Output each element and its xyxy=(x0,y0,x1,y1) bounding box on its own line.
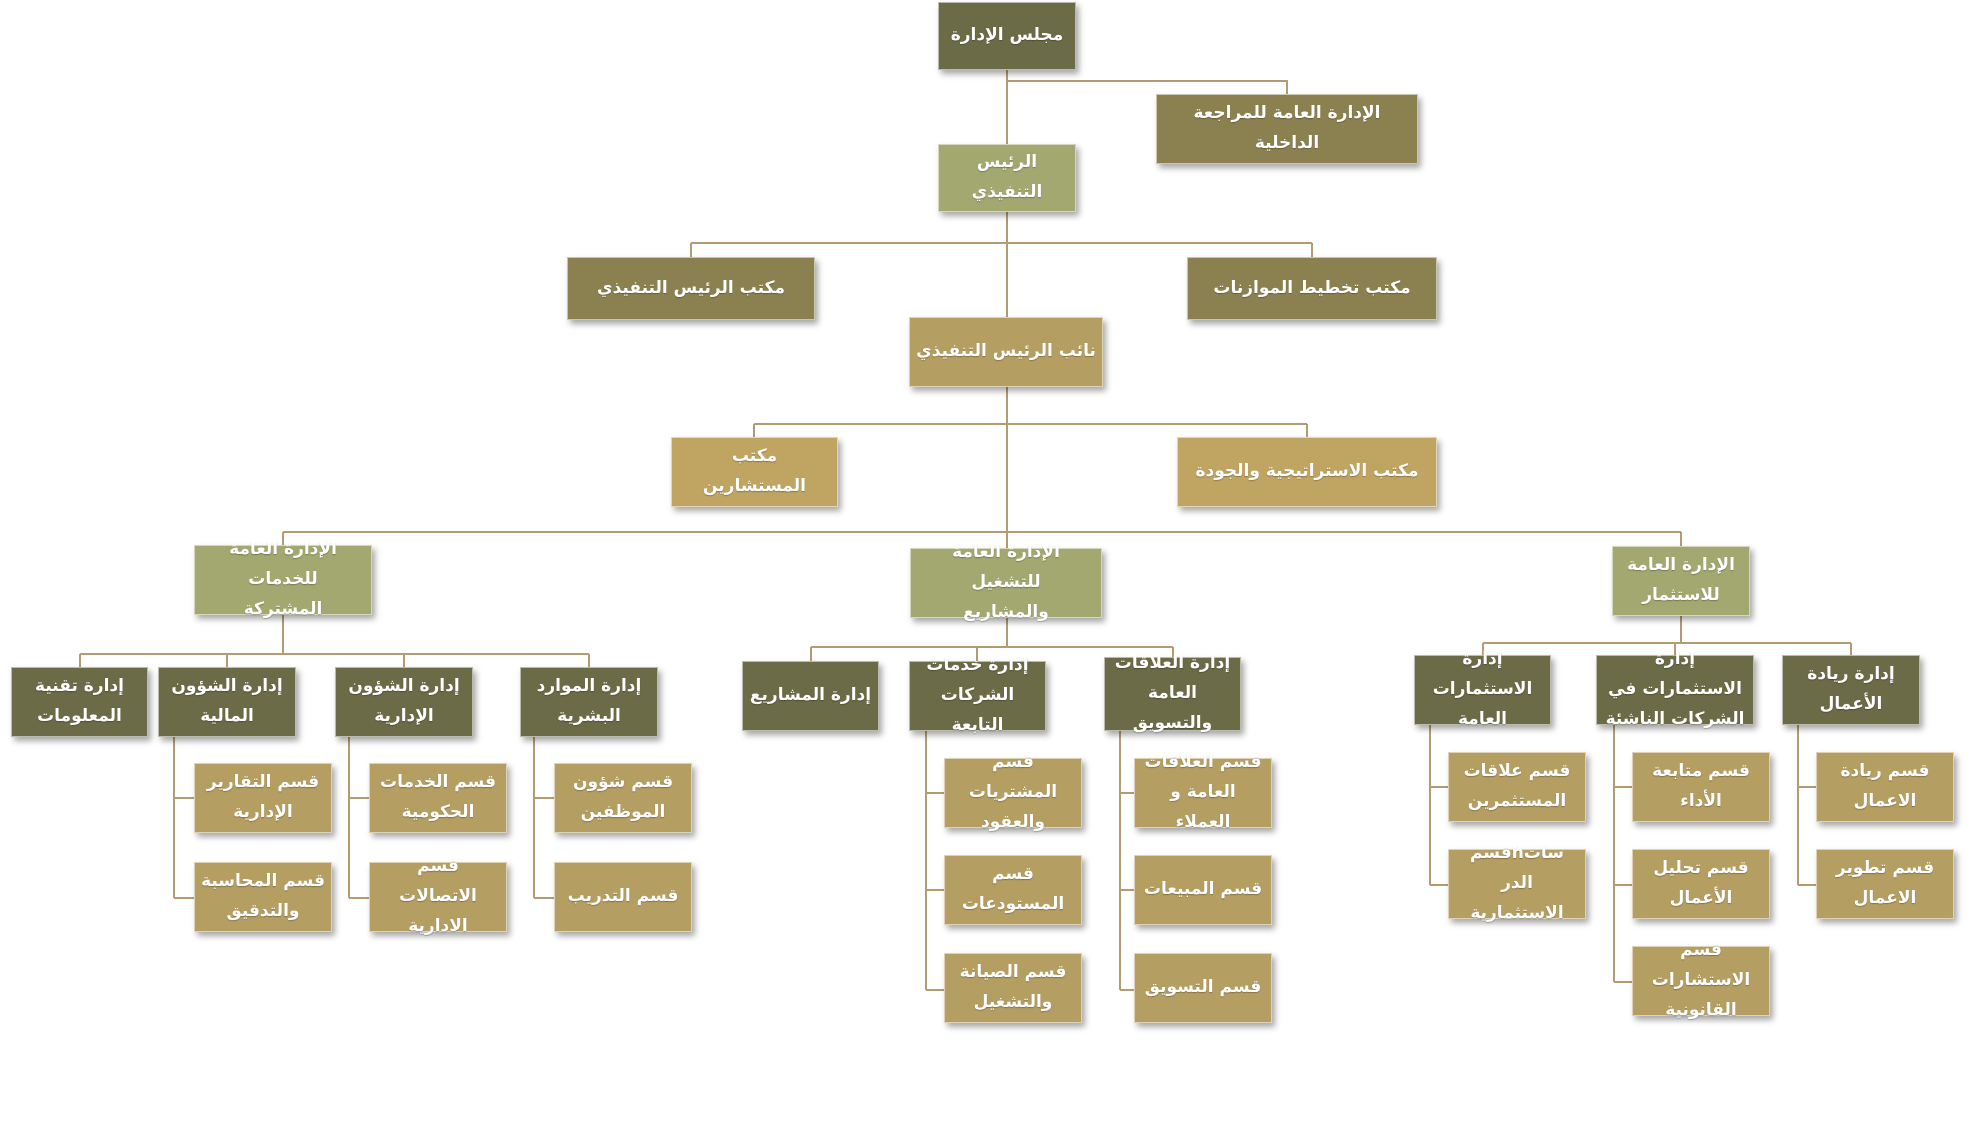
node-business-analysis-section: قسم تحليل الأعمال xyxy=(1632,849,1770,919)
node-strategy-quality-office: مكتب الاستراتيجية والجودة xyxy=(1177,437,1437,507)
node-admin-department: إدارة الشؤون الإدارية xyxy=(335,667,473,737)
node-entrepreneurship-section: قسم ريادة الاعمال xyxy=(1816,752,1954,822)
node-training-section: قسم التدريب xyxy=(554,862,692,932)
node-board: مجلس الإدارة xyxy=(938,2,1076,70)
node-admin-comms-section: قسم الاتصالات الادارية xyxy=(369,856,507,936)
node-shared-services: الإدارة العامة للخدمات المشتركة xyxy=(194,539,372,619)
node-accounting-audit-section: قسم المحاسبة والتدقيق xyxy=(194,862,332,932)
node-hr-department: إدارة الموارد البشرية xyxy=(520,667,658,737)
node-pr-marketing-department: إدارة العلاقات العامة والتسويق xyxy=(1104,653,1241,733)
node-maintenance-section: قسم الصيانة والتشغيل xyxy=(944,953,1082,1023)
node-performance-followup-section: قسم متابعة الأداء xyxy=(1632,752,1770,822)
node-warehouses-section: قسم المستودعات xyxy=(944,855,1082,925)
node-operations-projects: الإدارة العامة للتشغيل والمشاريع xyxy=(910,542,1102,622)
node-marketing-section: قسم التسويق xyxy=(1134,953,1272,1023)
node-public-investments-department: إدارة الاستثمارات العامة xyxy=(1414,649,1551,729)
node-admin-reports-section: قسم التقارير الإدارية xyxy=(194,763,332,833)
node-employee-affairs-section: قسم شؤون الموظفين xyxy=(554,763,692,833)
node-gov-services-section: قسم الخدمات الحكومية xyxy=(369,763,507,833)
node-advisors-office: مكتب المستشارين xyxy=(671,437,838,507)
node-business-development-section: قسم تطوير الاعمال xyxy=(1816,849,1954,919)
node-projects-department: إدارة المشاريع xyxy=(742,661,879,731)
node-customer-relations-section: قسم العلاقات العامة و العملاء xyxy=(1134,752,1272,832)
node-legal-consulting-section: قسم الاستشارات القانونية xyxy=(1632,940,1770,1020)
node-sales-section: قسم المبيعات xyxy=(1134,855,1272,925)
node-startups-department: إدارة الاستثمارات في الشركات الناشئة xyxy=(1596,649,1754,729)
node-deputy-ceo: نائب الرئيس التنفيذي xyxy=(909,317,1103,387)
node-ceo: الرئيس التنفيذي xyxy=(938,144,1076,212)
node-investor-relations-section: قسم علاقات المستثمرين xyxy=(1448,752,1586,822)
node-entrepreneurship-department: إدارة ريادة الأعمال xyxy=(1782,655,1920,725)
node-internal-audit: الإدارة العامة للمراجعة الداخلية xyxy=(1156,94,1418,164)
node-budget-planning-office: مكتب تخطيط الموازنات xyxy=(1187,257,1437,320)
node-it-department: إدارة تقنية المعلومات xyxy=(11,667,148,737)
node-finance-department: إدارة الشؤون المالية xyxy=(158,667,296,737)
node-procurement-section: قسم المشتريات والعقود xyxy=(944,752,1082,832)
node-investment: الإدارة العامة للاستثمار xyxy=(1612,546,1750,616)
node-investment-studies-section: ساتhقسم الدر الاستثمارية xyxy=(1448,843,1586,923)
node-subsidiaries-department: إدارة خدمات الشركات التابعة xyxy=(909,655,1046,735)
connector-line xyxy=(1007,80,1288,94)
node-ceo-office: مكتب الرئيس التنفيذي xyxy=(567,257,815,320)
